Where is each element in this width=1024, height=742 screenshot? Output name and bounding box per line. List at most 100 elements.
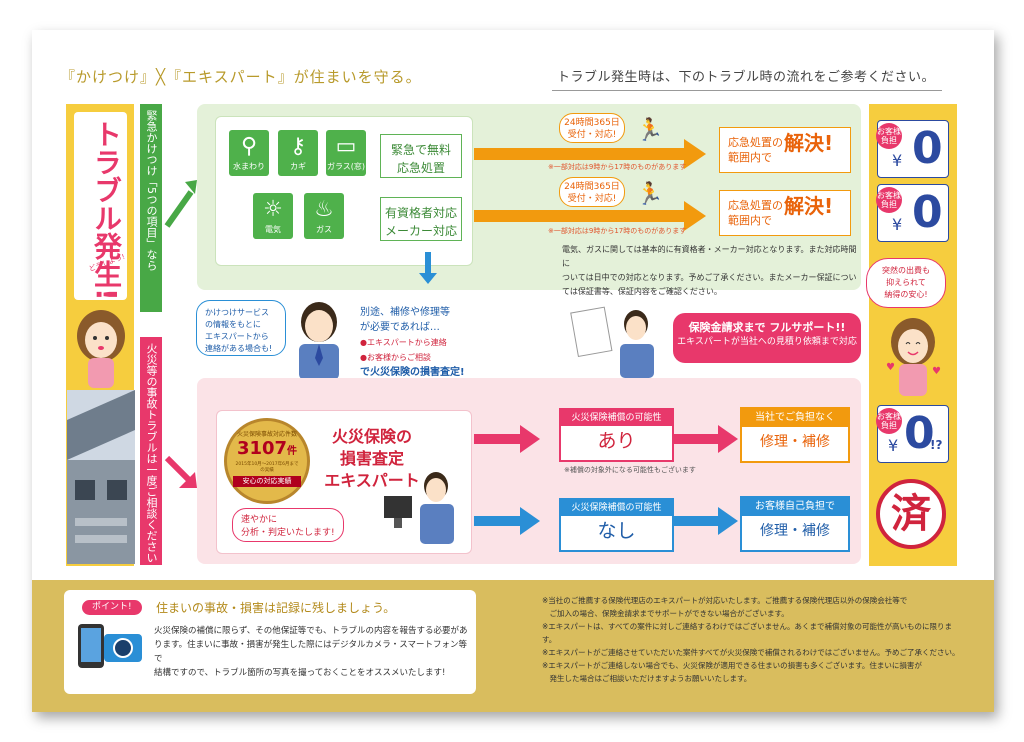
zero-cost-box: お客様負担 ¥ 0 [876,184,949,242]
question-mark: !? [930,438,943,452]
bubble-line: 突然の出費も [882,266,930,275]
green-route-arrow [164,180,197,228]
support-subline: エキスパートが当社への見積り依頼まで対応 [677,337,857,347]
box-line: 緊急で無料 [390,143,451,157]
worried-woman-illustration [77,310,125,388]
footer-notes: ※当社のご推薦する保険代理店のエキスパートが対応いたします。ご推薦する保険代理店… [542,594,962,685]
title-line: 損害査定 [339,449,404,468]
expert-at-computer-illustration [384,472,454,544]
zero-cost-box: お客様負担 ¥ 0 !? [876,405,949,463]
blue-arrow-shaft [474,516,520,526]
trouble-heading: トラブル発生! [90,120,123,301]
running-icon: 🏃 [636,182,664,207]
repair-needed-text: 別途、補修や修理等 が必要であれば… ●エキスパートから連絡 ●お客様からご相談… [360,305,478,380]
service-tile-gas: ♨ ガス [304,193,344,239]
trouble-panel [74,112,127,300]
no-cost-repair-box: 当社でご負担なく 修理・補修 [740,407,850,463]
service-tile-electric: ☼ 電気 [253,193,293,239]
hours-note: ※一部対応は9時から17時のものがあります [548,163,687,171]
coverage-note: ※補償の対象外になる可能性もございます [564,466,696,474]
note-line: 電気、ガスに関しては基本的に有資格者・メーカー対応となります。また対応時間に [562,245,857,268]
expert-documents-illustration [570,306,654,378]
badge-count: 3107 [236,438,288,459]
coverage-head: 火災保険補償の可能性 [561,410,672,426]
track-record-badge: 火災保険事故対応件数 3107件 2015年10月〜2017年6月までの実績 安… [224,418,310,504]
yen-symbol: ¥ [892,215,903,234]
svg-text:♥: ♥ [932,366,941,377]
zero-value: 0 [912,187,943,238]
coverage-head: 火災保険補償の可能性 [561,500,672,516]
orange-arrow-shaft [474,148,684,160]
service-tile-key: ⚷ カギ [278,130,318,176]
zero-value: 0 [912,123,943,174]
bubble-line: 受付・対応! [567,194,617,204]
analysis-speech: 速やかに 分析・判定いたします! [232,508,344,542]
resolve-prefix: 範囲内で [728,151,772,164]
certified-support-box: 有資格者対応 メーカー対応 [380,197,462,241]
assessment-title: 火災保険の 損害査定 エキスパート [316,426,428,492]
badge-unit: 件 [287,446,298,457]
box-line: 応急処置 [396,161,445,175]
note-line: ご加入の場合、保険金請求までサポートができない場合がございます。 [542,609,789,618]
zero-value: 0 [904,408,935,459]
zero-cost-box: お客様負担 ¥ 0 [876,120,949,178]
lightbulb-icon: ☼ [263,197,283,222]
service-tile-label: カギ [290,162,306,171]
service-tile-label: 水まわり [233,162,265,171]
gas-electric-note: 電気、ガスに関しては基本的に有資格者・メーカー対応となります。また対応時間に つ… [562,243,857,299]
24h-bubble: 24時間365日 受付・対応! [559,113,625,143]
bubble-line: 納得の安心! [884,290,928,299]
badge-caption: 火災保険事故対応件数 [236,431,297,438]
hours-note: ※一部対応は9時から17時のものがあります [548,227,687,235]
title-line: 火災保険の [331,427,412,446]
callout-line: 連絡がある場合も! [205,344,273,353]
text-line: 別途、補修や修理等 [360,307,450,318]
speech-line: 分析・判定いたします! [241,528,335,538]
flame-icon: ♨ [314,197,334,222]
body-line: 結構ですので、トラブル箇所の写真を撮っておくことをオススメいたします! [154,668,446,678]
red-arrow-shaft [674,434,718,444]
coverage-value: なし [597,520,636,542]
repair-value: 修理・補修 [760,434,830,450]
bubble-line: 受付・対応! [567,130,617,140]
service-tile-label: 電気 [265,225,281,234]
note-line: 発生した場合はご相談いただけますようお願いいたします。 [542,674,752,683]
coverage-yes-box: 火災保険補償の可能性 あり [559,408,674,462]
conclusion-line: で火災保険の損害査定! [360,367,465,378]
title-line: エキスパート [324,471,420,490]
resolve-box: 応急処置の 範囲内で 解決! [719,190,851,236]
red-arrow-head [520,425,540,453]
text-line: が必要であれば… [360,322,440,333]
header-underline [552,90,942,91]
service-tile-glass: ▭ ガラス(窓) [326,130,366,176]
yen-symbol: ¥ [892,151,903,170]
customer-cost-badge: お客様負担 [876,187,902,213]
orange-arrow-shaft [474,210,684,222]
blue-arrow-head [718,507,738,535]
header-subtitle: トラブル発生時は、下のトラブル時の流れをご参考ください。 [557,70,936,85]
resolve-label: 解決! [784,194,834,218]
note-line: ※当社のご推薦する保険代理店のエキスパートが対応いたします。ご推薦する保険代理店… [542,596,908,605]
blue-arrow-head [520,507,540,535]
repair-value: 修理・補修 [760,523,830,539]
customer-cost-badge: お客様負担 [876,123,902,149]
resolve-prefix: 応急処置の [728,136,783,149]
relief-bubble: 突然の出費も 抑えられて 納得の安心! [866,258,946,308]
callout-line: の情報をもとに [205,320,261,329]
red-arrow-head [718,425,738,453]
box-line: メーカー対応 [384,224,457,238]
free-first-aid-box: 緊急で無料 応急処置 [380,134,462,178]
red-route-label: 火災等の事故トラブルは一度ご相談ください [140,337,162,565]
support-headline: 保険金請求まで フルサポート!! [688,321,846,334]
badge-ribbon: 安心の対応実績 [233,476,301,487]
resolve-box: 応急処置の 範囲内で 解決! [719,127,851,173]
red-route-arrow [164,455,197,488]
bullet-line: ●エキスパートから連絡 [360,338,447,347]
callout-line: エキスパートから [205,332,269,341]
coverage-no-box: 火災保険補償の可能性 なし [559,498,674,552]
phone-camera-icon [78,624,142,668]
orange-arrow-head [684,201,706,231]
box-line: 有資格者対応 [384,206,457,220]
badge-period: 2015年10月〜2017年6月までの実績 [235,462,299,473]
point-title: 住まいの事故・損害は記録に残しましょう。 [156,601,396,615]
